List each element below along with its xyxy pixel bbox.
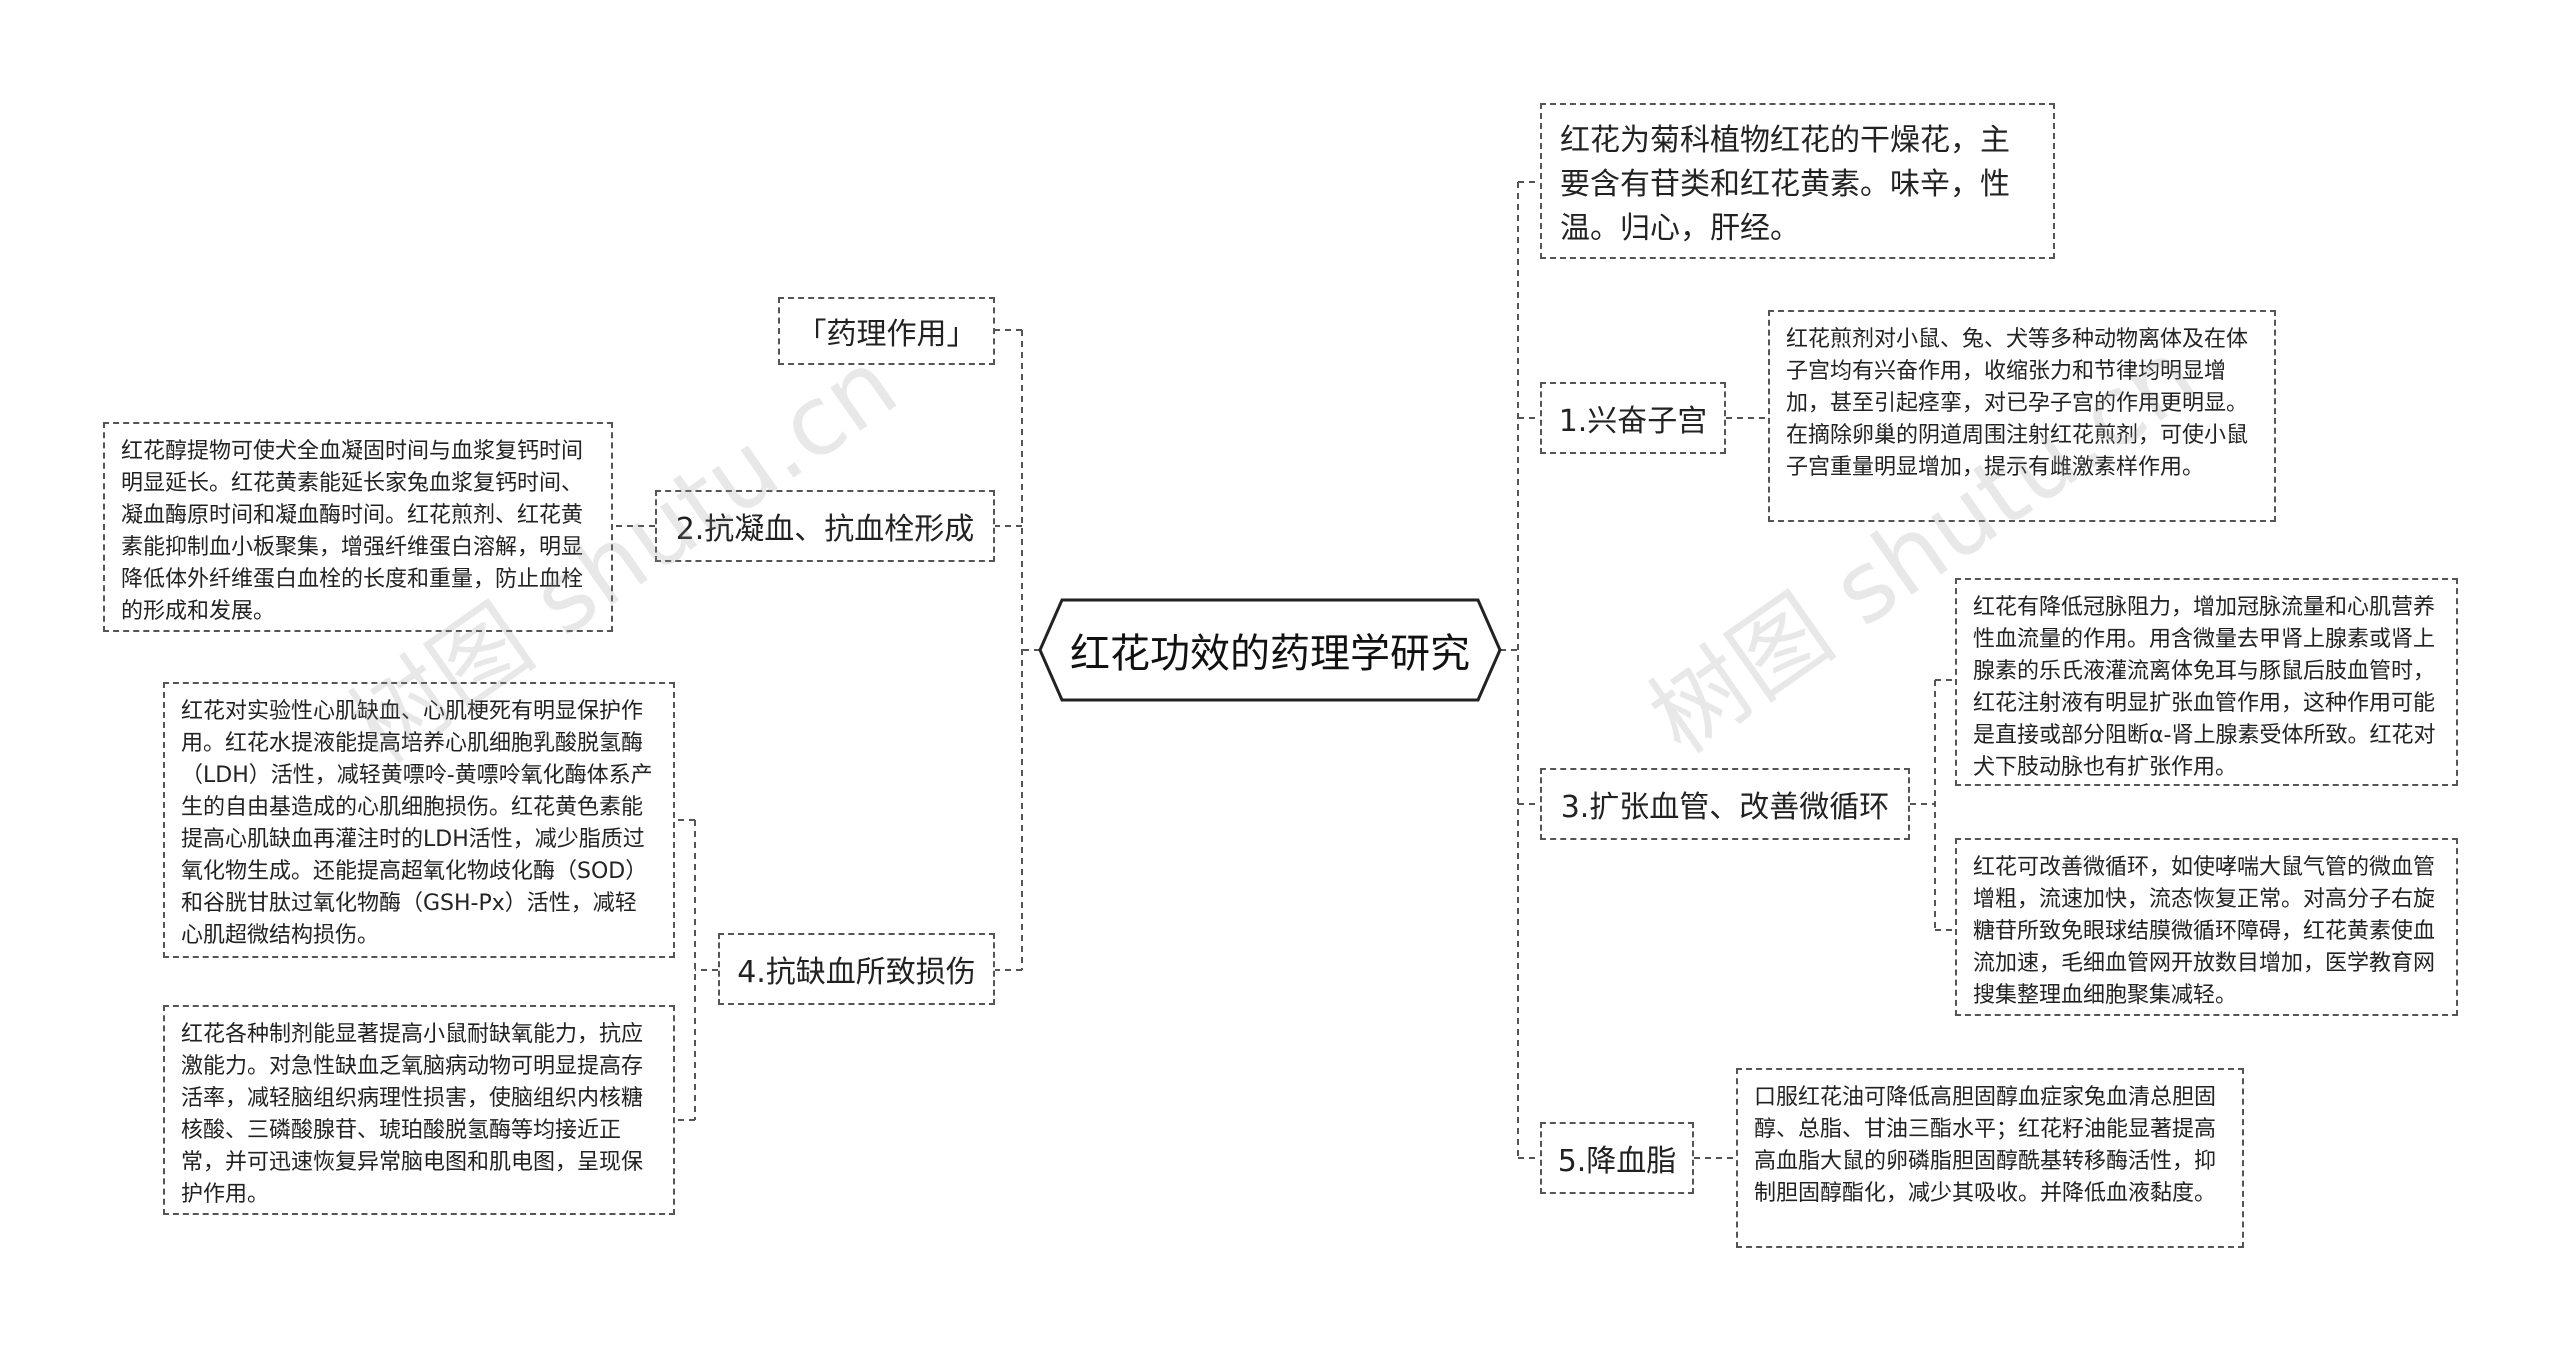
anticoagulation-detail-text: 红花醇提物可使犬全血凝固时间与血浆复钙时间明显延长。红花黄素能延长家兔血浆复钙时…	[121, 439, 584, 624]
intro-node[interactable]: 红花为菊科植物红花的干燥花，主要含有苷类和红花黄素。味辛，性温。归心，肝经。	[1540, 103, 2055, 259]
anti-ischemia-detail-1-node[interactable]: 红花对实验性心肌缺血、心肌梗死有明显保护作用。红花水提液能提高培养心肌细胞乳酸脱…	[163, 682, 675, 958]
anticoagulation-label: 2.抗凝血、抗血栓形成	[675, 512, 975, 547]
lipid-label: 5.降血脂	[1557, 1144, 1677, 1179]
anti-ischemia-node[interactable]: 4.抗缺血所致损伤	[718, 933, 995, 1005]
vasodilation-label: 3.扩张血管、改善微循环	[1560, 790, 1890, 825]
anti-ischemia-detail-2-text: 红花各种制剂能显著提高小鼠耐缺氧能力，抗应激能力。对急性缺血乏氧脑病动物可明显提…	[181, 1022, 644, 1207]
pharmacology-tag-label: 「药理作用」	[796, 317, 977, 352]
root-node-title[interactable]: 红花功效的药理学研究	[1070, 631, 1470, 677]
root-node-shape	[1038, 598, 1502, 702]
intro-text: 红花为菊科植物红花的干燥花，主要含有苷类和红花黄素。味辛，性温。归心，肝经。	[1560, 123, 2010, 246]
vasodilation-detail-1-text: 红花有降低冠脉阻力，增加冠脉流量和心肌营养性血流量的作用。用含微量去甲肾上腺素或…	[1973, 595, 2436, 780]
uterus-node[interactable]: 1.兴奋子宫	[1540, 382, 1726, 454]
uterus-label: 1.兴奋子宫	[1558, 404, 1708, 439]
vasodilation-node[interactable]: 3.扩张血管、改善微循环	[1540, 768, 1910, 840]
vasodilation-detail-2-text: 红花可改善微循环，如使哮喘大鼠气管的微血管增粗，流速加快，流态恢复正常。对高分子…	[1973, 855, 2436, 1008]
anticoagulation-node[interactable]: 2.抗凝血、抗血栓形成	[655, 490, 995, 562]
uterus-detail-node[interactable]: 红花煎剂对小鼠、兔、犬等多种动物离体及在体子宫均有兴奋作用，收缩张力和节律均明显…	[1768, 310, 2276, 522]
lipid-detail-text: 口服红花油可降低高胆固醇血症家兔血清总胆固醇、总脂、甘油三酯水平；红花籽油能显著…	[1754, 1085, 2217, 1206]
vasodilation-detail-1-node[interactable]: 红花有降低冠脉阻力，增加冠脉流量和心肌营养性血流量的作用。用含微量去甲肾上腺素或…	[1955, 578, 2458, 786]
anticoagulation-detail-node[interactable]: 红花醇提物可使犬全血凝固时间与血浆复钙时间明显延长。红花黄素能延长家兔血浆复钙时…	[103, 422, 613, 632]
lipid-node[interactable]: 5.降血脂	[1540, 1122, 1694, 1194]
pharmacology-tag-node[interactable]: 「药理作用」	[778, 297, 995, 365]
anti-ischemia-label: 4.抗缺血所致损伤	[737, 955, 976, 990]
anti-ischemia-detail-2-node[interactable]: 红花各种制剂能显著提高小鼠耐缺氧能力，抗应激能力。对急性缺血乏氧脑病动物可明显提…	[163, 1005, 675, 1215]
anti-ischemia-detail-1-text: 红花对实验性心肌缺血、心肌梗死有明显保护作用。红花水提液能提高培养心肌细胞乳酸脱…	[181, 699, 653, 948]
uterus-detail-text: 红花煎剂对小鼠、兔、犬等多种动物离体及在体子宫均有兴奋作用，收缩张力和节律均明显…	[1786, 327, 2249, 480]
connector-vaso-bus	[1910, 680, 1936, 930]
lipid-detail-node[interactable]: 口服红花油可降低高胆固醇血症家兔血清总胆固醇、总脂、甘油三酯水平；红花籽油能显著…	[1736, 1068, 2244, 1248]
connector-ischemia-bus	[694, 820, 718, 1120]
vasodilation-detail-2-node[interactable]: 红花可改善微循环，如使哮喘大鼠气管的微血管增粗，流速加快，流态恢复正常。对高分子…	[1955, 838, 2458, 1016]
